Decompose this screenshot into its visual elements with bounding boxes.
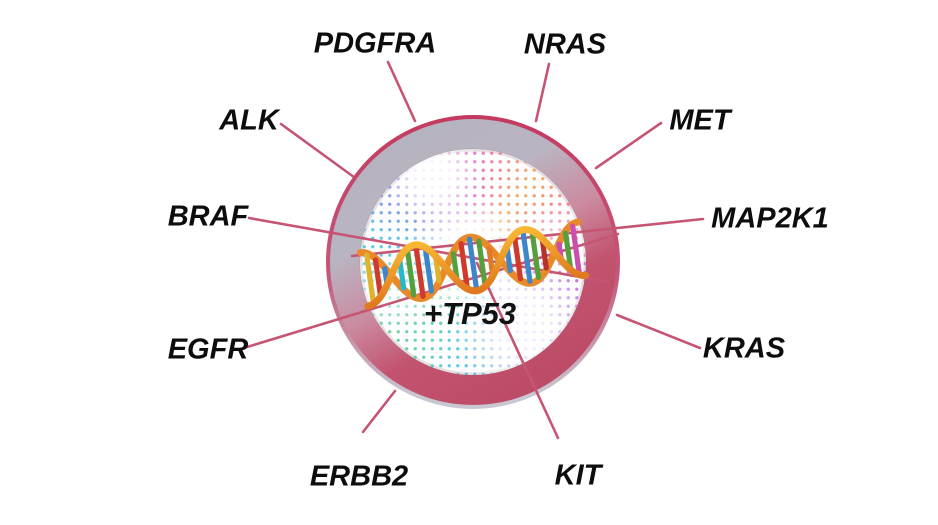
connector-line-erbb2 <box>361 389 397 434</box>
connector-line-alk <box>279 122 360 182</box>
dna-double-helix-icon <box>356 218 590 310</box>
gene-label-alk: ALK <box>219 104 279 137</box>
gene-label-met: MET <box>669 104 731 137</box>
gene-label-map2k1: MAP2K1 <box>711 202 829 235</box>
connector-line-met <box>594 121 663 170</box>
gene-label-pdgfra: PDGFRA <box>313 27 437 60</box>
gene-label-braf: BRAF <box>167 200 249 233</box>
gene-label-kras: KRAS <box>702 332 786 365</box>
gene-label-erbb2: ERBB2 <box>309 460 409 493</box>
connector-line-kras <box>615 313 702 350</box>
gene-label-kit: KIT <box>554 459 602 492</box>
gene-label-nras: NRAS <box>523 28 607 61</box>
gene-label-egfr: EGFR <box>167 333 249 366</box>
connector-line-pdgfra <box>386 60 417 123</box>
center-mutation-label: +TP53 <box>423 296 517 331</box>
connector-line-kit <box>475 261 560 440</box>
connector-line-nras <box>534 62 551 123</box>
